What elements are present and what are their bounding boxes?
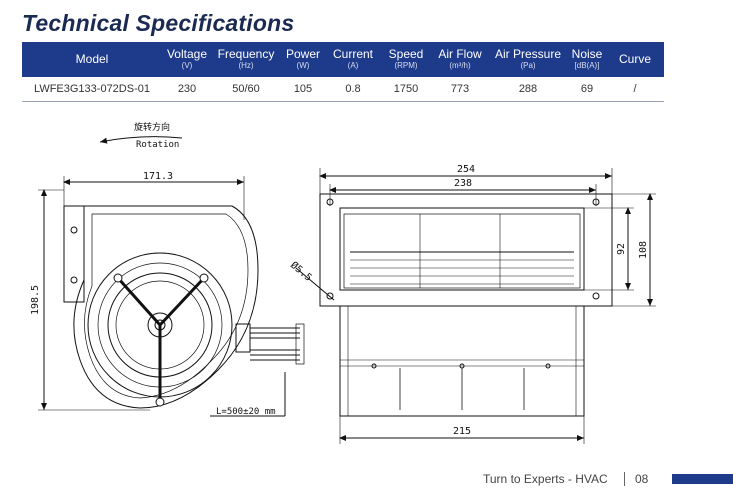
page-number: 08 (635, 472, 649, 486)
front-view (38, 176, 305, 417)
dim-hole-spacing: 238 (454, 178, 472, 189)
cell-noise: 69 (568, 77, 606, 102)
rotation-arrow (99, 136, 183, 144)
cell-current: 0.8 (326, 77, 380, 102)
rotation-label-cn: 旋转方向 (134, 121, 170, 133)
side-view (295, 168, 656, 444)
header-frequency: Frequency(Hz) (217, 47, 275, 70)
footer-divider (624, 472, 625, 486)
cell-airpressure: 288 (488, 77, 568, 102)
cell-voltage: 230 (162, 77, 212, 102)
technical-drawing: 旋转方向 Rotation (30, 121, 656, 444)
dim-height-left: 198.5 (30, 285, 41, 315)
cell-model: LWFE3G133-072DS-01 (22, 77, 162, 102)
cell-speed: 1750 (380, 77, 432, 102)
header-airpressure: Air Pressure(Pa) (494, 47, 562, 70)
header-curve: Curve (618, 52, 651, 66)
rotation-annotation: 旋转方向 Rotation (99, 121, 183, 150)
header-speed: Speed(RPM) (388, 47, 424, 70)
page-title: Technical Specifications (22, 10, 295, 36)
cell-airflow: 773 (432, 77, 488, 102)
footer-tagline: Turn to Experts - HVAC (483, 472, 608, 486)
header-power: Power(W) (285, 47, 320, 70)
header-airflow: Air Flow(m³/h) (438, 47, 482, 70)
header-model: Model (75, 52, 109, 66)
dim-body-width: 215 (453, 426, 471, 437)
header-noise: Noise[dB(A)] (571, 47, 603, 70)
cell-power: 105 (280, 77, 326, 102)
rotation-label-en: Rotation (136, 140, 179, 150)
dim-height-outer: 108 (638, 241, 649, 259)
dim-width-left: 171.3 (143, 171, 173, 182)
spec-table: Model Voltage(V) Frequency(Hz) Power(W) … (22, 42, 664, 102)
dim-overall-width: 254 (457, 164, 475, 175)
cell-frequency: 50/60 (212, 77, 280, 102)
dim-height-inner: 92 (616, 243, 627, 255)
table-row: LWFE3G133-072DS-01 230 50/60 105 0.8 175… (22, 77, 664, 102)
dim-cable-length: L=500±20 mm (216, 407, 276, 417)
spec-table-header: Model Voltage(V) Frequency(Hz) Power(W) … (22, 42, 664, 77)
header-current: Current(A) (332, 47, 373, 70)
footer-accent-bar (672, 474, 733, 484)
header-voltage: Voltage(V) (166, 47, 208, 70)
cell-curve: / (606, 77, 664, 102)
